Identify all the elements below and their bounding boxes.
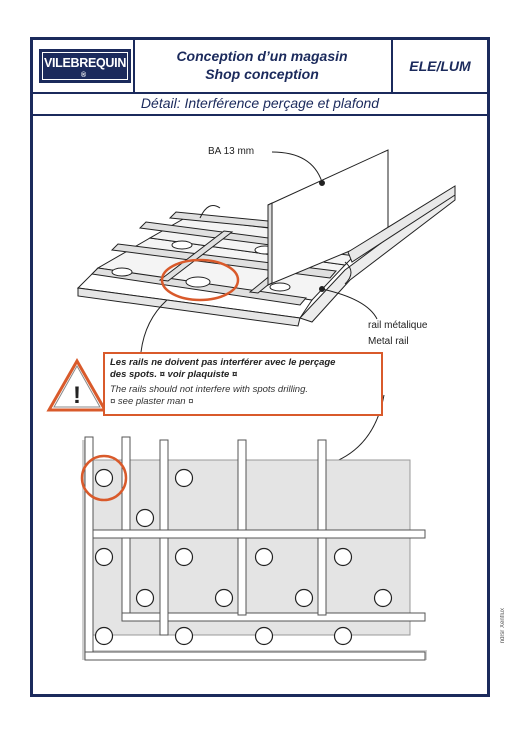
- conflict-highlight-circle: [80, 454, 128, 502]
- warning-exclamation-mark: !: [73, 382, 81, 409]
- spot-hole: [174, 547, 194, 567]
- vilebrequin-logo: VILEBREQUIN ®: [39, 49, 131, 83]
- spot-hole: [174, 468, 194, 488]
- side-credit-text: ndrsr Xenflux: [500, 608, 506, 644]
- metal-rail: [299, 187, 456, 323]
- isometric-ceiling-illustration: [76, 149, 456, 353]
- metal-rail-vertical: [84, 436, 94, 661]
- warning-box: Les rails ne doivent pas interférer avec…: [103, 352, 383, 416]
- spot-hole: [174, 626, 194, 646]
- title-english: Shop conception: [205, 66, 319, 82]
- ceiling-plan-view: [80, 436, 427, 661]
- warning-french-line-2: des spots. ¤ voir plaquiste ¤: [110, 369, 238, 380]
- spot-hole: [254, 626, 274, 646]
- spot-hole: [333, 547, 353, 567]
- logo-cell: VILEBREQUIN ®: [33, 40, 135, 92]
- spot-hole: [94, 547, 114, 567]
- highlight-circle: [160, 258, 240, 302]
- long-rail: [158, 230, 234, 282]
- rail-label-french: rail métalique: [368, 320, 428, 331]
- rail-label-english: Metal rail: [368, 336, 409, 347]
- spot-hole: [94, 468, 114, 488]
- metal-rail-vertical: [121, 436, 131, 620]
- document-code: ELE/LUM: [409, 58, 471, 74]
- spot-hole: [135, 508, 155, 528]
- document-title: Conception d’un magasin Shop conception: [133, 40, 393, 92]
- warning-french-line-1: Les rails ne doivent pas interférer avec…: [110, 357, 336, 368]
- logo-registered-mark: ®: [81, 72, 86, 79]
- spot-hole: [373, 588, 393, 608]
- metal-rail-horizontal: [84, 651, 426, 661]
- spot-hole: [214, 588, 234, 608]
- title-french: Conception d’un magasin: [176, 48, 348, 64]
- spot-hole: [333, 626, 353, 646]
- detail-subtitle: Détail: Interférence perçage et plafond: [33, 92, 487, 116]
- spot-hole: [135, 588, 155, 608]
- logo-text: VILEBREQUIN: [43, 56, 127, 70]
- warning-english-line-1: The rails should not interfere with spot…: [110, 384, 309, 395]
- warning-english-line-2: ¤ see plaster man ¤: [110, 396, 194, 407]
- header: VILEBREQUIN ® Conception d’un magasin Sh…: [33, 40, 487, 94]
- metal-rail-horizontal: [121, 612, 426, 622]
- board-thickness-label: BA 13 mm: [208, 146, 255, 157]
- spot-hole: [294, 588, 314, 608]
- spot-hole: [94, 626, 114, 646]
- warning-triangle-icon: [46, 357, 108, 412]
- spot-hole: [254, 547, 274, 567]
